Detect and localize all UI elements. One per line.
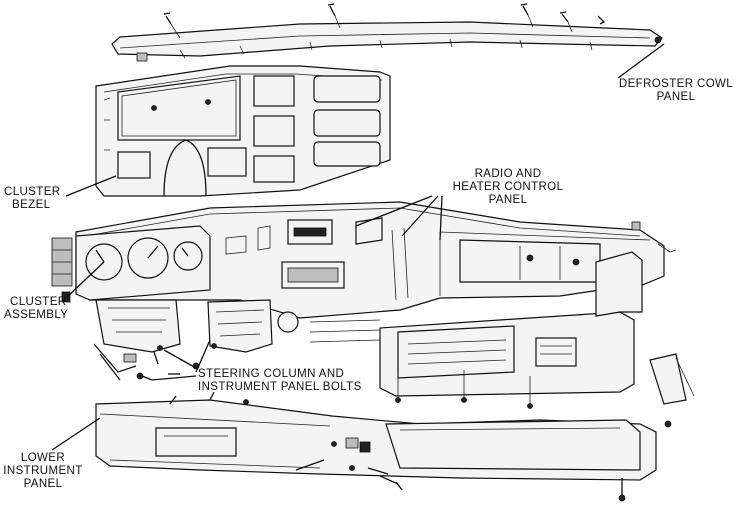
steering-column-bolts-label: STEERING COLUMN AND INSTRUMENT PANEL BOL… — [198, 368, 362, 394]
steering-column-brackets — [93, 299, 299, 381]
bolts-label-line-2: INSTRUMENT PANEL BOLTS — [198, 381, 362, 393]
radio-label-line-1: RADIO AND — [474, 168, 542, 180]
cluster-bezel-drawing — [95, 65, 391, 197]
bezel-label-line-1: CLUSTER — [4, 186, 61, 198]
lower-label-line-3: PANEL — [23, 478, 63, 490]
defroster-label-line-2: PANEL — [656, 91, 696, 103]
defroster-cowl-panel — [111, 21, 663, 62]
assembly-label-line-2: ASSEMBLY — [4, 309, 69, 321]
cluster-bezel-label: CLUSTER BEZEL — [4, 186, 60, 212]
panel-screws — [136, 362, 533, 409]
defroster-label-line-1: DEFROSTER COWL — [618, 78, 734, 90]
cowl-screws — [163, 3, 606, 39]
radio-label-line-2: HEATER CONTROL — [452, 181, 564, 193]
bezel-label-line-2: BEZEL — [12, 199, 51, 211]
cluster-assembly-drawing — [51, 225, 211, 303]
lower-label-line-1: LOWER — [20, 452, 66, 464]
radio-label-line-3: PANEL — [488, 194, 528, 206]
defroster-cowl-panel-label: DEFROSTER COWL PANEL — [606, 78, 746, 104]
bolts-label-line-1: STEERING COLUMN AND — [198, 368, 345, 380]
lower-instrument-panel-drawing — [95, 391, 657, 502]
right-vent-bezel — [379, 243, 695, 428]
leader-lines — [51, 43, 665, 451]
lower-instrument-panel-label: LOWER INSTRUMENT PANEL — [0, 452, 86, 491]
radio-heater-control-panel-label: RADIO AND HEATER CONTROL PANEL — [438, 168, 578, 207]
assembly-label-line-1: CLUSTER — [10, 296, 67, 308]
cluster-assembly-label: CLUSTER ASSEMBLY — [4, 296, 68, 322]
lower-label-line-2: INSTRUMENT — [3, 465, 83, 477]
